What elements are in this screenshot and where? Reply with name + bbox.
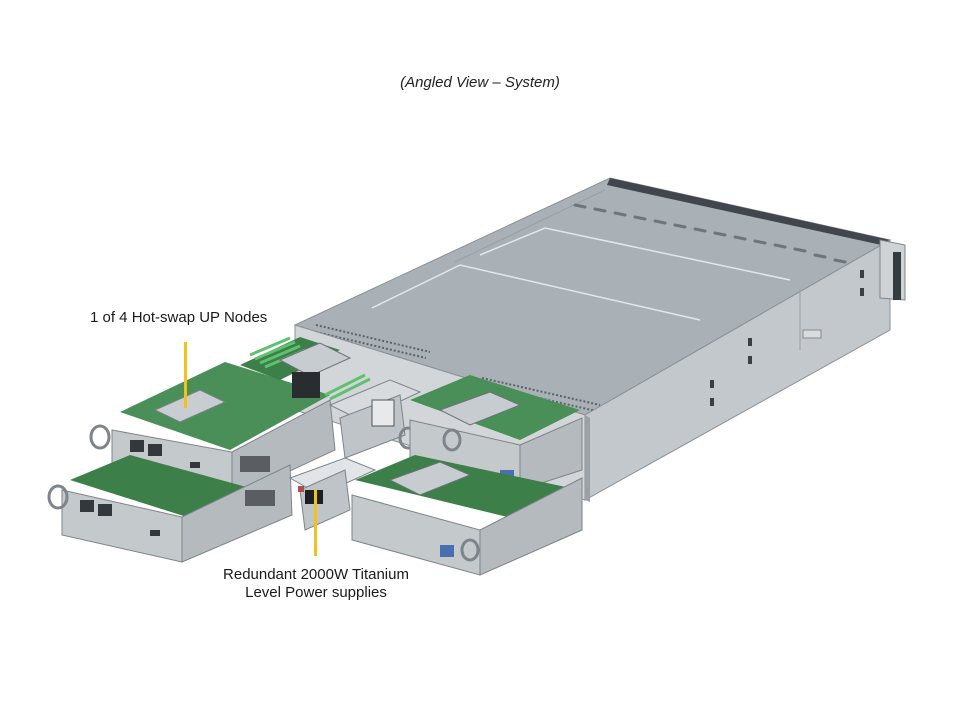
label-hot-swap-nodes: 1 of 4 Hot-swap UP Nodes: [90, 309, 268, 326]
label-psu-line-2: Level Power supplies: [245, 584, 387, 601]
psu-upper: [328, 379, 422, 459]
figure-title: (Angled View – System): [400, 74, 560, 91]
lid-vents-rear: [573, 203, 847, 264]
node-upper-left: [89, 336, 371, 499]
psu-lower: [288, 457, 377, 531]
label-psu-line-1: Redundant 2000W Titanium: [223, 566, 409, 583]
node-lower-left: [47, 455, 293, 563]
callout-line-nodes: [184, 342, 187, 408]
rack-ear: [879, 239, 906, 301]
callout-line-psu: [314, 490, 317, 556]
node-lower-right: [351, 455, 583, 576]
label-power-supplies: Redundant 2000W Titanium Level Power sup…: [196, 566, 436, 602]
